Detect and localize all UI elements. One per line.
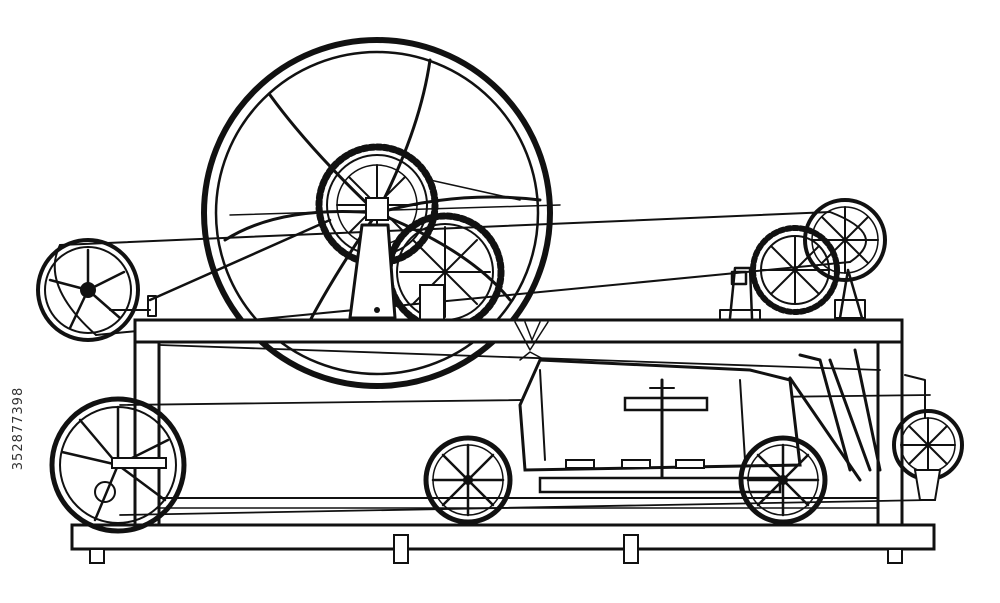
side-id-text: 352877398 (6, 368, 32, 488)
central-standard (348, 223, 397, 320)
spindle-carriage (514, 321, 802, 494)
carriage-wheel-left (423, 435, 513, 525)
stock-id-label: 352877398 (11, 386, 27, 470)
right-upper-pulley (803, 198, 887, 282)
frame-details (109, 295, 866, 321)
lever-arm (788, 348, 882, 482)
right-gear-bracket (728, 266, 864, 320)
lower-left-wheel (49, 396, 187, 534)
carriage-wheel-right (738, 435, 828, 525)
right-upper-gear (750, 225, 840, 315)
left-pulley (36, 238, 140, 342)
lower-right-wheel (892, 374, 964, 501)
